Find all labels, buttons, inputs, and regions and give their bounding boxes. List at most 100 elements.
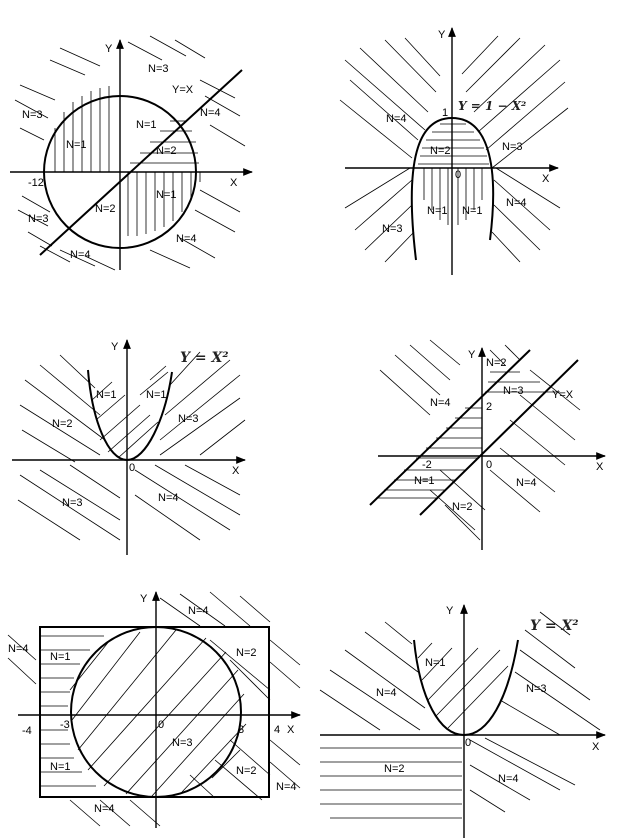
outer-hatching [379, 339, 581, 541]
x-axis-label: X [542, 173, 550, 185]
region-label: N=1 [427, 205, 448, 217]
region-label: N=4 [70, 249, 91, 261]
region-label: N=3 [28, 213, 49, 225]
region-label: N=4 [430, 397, 451, 409]
region-label: N=3 [178, 413, 199, 425]
x-axis-label: X [232, 465, 240, 477]
region-label: N=1 [425, 657, 446, 669]
region-label: N=2 [95, 203, 116, 215]
region-label: N=1 [414, 475, 435, 487]
diagram-3: X Y Y = X² 0 N=1 N=1 N=2 N=3 N=3 N=4 [12, 339, 246, 555]
region-label: N=3 [382, 223, 403, 235]
diagram-6: X Y Y = X² 0 N=1 N=4 N=3 N=2 N=4 [319, 604, 606, 838]
region-label: N=4 [200, 107, 221, 119]
region-label: N=4 [176, 233, 197, 245]
horizontal-hatching [376, 371, 560, 499]
diagram-1: X Y Y=X -12 N=3 N=3 N=3 N=4 N=4 N=4 N=1 … [10, 35, 253, 271]
outer-hatching [319, 611, 601, 813]
curve-label: Y = X² [530, 618, 578, 634]
region-label: N=3 [22, 109, 43, 121]
region-label: N=1 [146, 389, 167, 401]
curve-label: Y = X² [180, 350, 228, 366]
curve-label: Y = 1 − X² [458, 99, 526, 113]
vertical-hatching [54, 86, 201, 236]
y-axis-label: Y [140, 593, 148, 605]
line-y-eq-x [39, 69, 243, 256]
region-label: N=4 [8, 643, 29, 655]
region-label: N=1 [156, 189, 177, 201]
region-label: N=1 [66, 139, 87, 151]
curve-label: Y=X [172, 84, 194, 96]
region-label: N=3 [148, 63, 169, 75]
x-axis-label: X [230, 177, 238, 189]
diagonal-hatching [69, 629, 247, 797]
diagram-4: X Y Y=X 2 -2 0 N=2 N=3 N=4 N=1 N=4 N=2 [369, 339, 606, 550]
region-label: N=2 [156, 145, 177, 157]
tick-label: 0 [486, 459, 492, 471]
tick-label: 1 [442, 107, 448, 119]
tick-label: 0 [455, 169, 461, 181]
region-label: N=4 [188, 605, 209, 617]
tick-label: 0 [158, 719, 164, 731]
outer-hatching [339, 35, 569, 263]
tick-label: -3 [60, 719, 70, 731]
line-y-eq-x [419, 359, 579, 516]
x-axis-label: X [287, 724, 295, 736]
curve-label: Y=X [552, 389, 574, 401]
region-label: N=2 [452, 501, 473, 513]
region-label: N=2 [384, 763, 405, 775]
horizontal-hatching [40, 635, 104, 787]
region-label: N=2 [236, 765, 257, 777]
vertical-hatching [423, 168, 483, 225]
region-label: N=4 [94, 803, 115, 815]
region-label: N=3 [526, 683, 547, 695]
region-label: N=4 [158, 492, 179, 504]
y-axis-label: Y [446, 605, 454, 617]
y-axis-label: Y [438, 29, 446, 41]
region-label: N=4 [506, 197, 527, 209]
tick-label: 0 [465, 737, 471, 749]
y-axis-label: Y [111, 341, 119, 353]
region-label: N=3 [502, 141, 523, 153]
parabola-curve [413, 639, 519, 737]
region-label: N=3 [172, 737, 193, 749]
region-label: N=4 [276, 781, 297, 793]
region-label: N=4 [498, 773, 519, 785]
bounding-rectangle [39, 626, 270, 798]
parabola-curve [87, 369, 173, 462]
region-label: N=2 [52, 418, 73, 430]
region-label: N=4 [386, 113, 407, 125]
region-label: N=1 [136, 119, 157, 131]
tick-label: -4 [22, 725, 32, 737]
diagonal-hatching [417, 642, 509, 729]
tick-label: -12 [28, 177, 44, 189]
tick-label: 4 [274, 724, 280, 736]
y-axis-label: Y [468, 349, 476, 361]
tick-label: 2 [486, 401, 492, 413]
region-label: N=2 [486, 357, 507, 369]
region-label: N=1 [50, 761, 71, 773]
region-label: N=1 [96, 389, 117, 401]
diagonal-hatching [91, 365, 169, 459]
tick-label: 3 [238, 724, 244, 736]
upper-line [369, 349, 531, 506]
y-axis-label: Y [105, 43, 113, 55]
region-label: N=4 [376, 687, 397, 699]
region-label: N=1 [50, 651, 71, 663]
diagram-5: X Y -4 -3 0 3 4 N=4 N=4 N=1 N=2 N=3 N=1 … [7, 591, 301, 828]
horizontal-hatching [320, 747, 462, 819]
outer-hatching [7, 591, 301, 827]
region-label: N=4 [516, 477, 537, 489]
region-label: N=3 [503, 385, 524, 397]
diagram-2: X Y Y = 1 − X² 1 0 N=4 N=2 N=3 N=4 N=3 N… [339, 27, 569, 275]
horizontal-hatching [418, 123, 489, 165]
tick-label: 0 [129, 462, 135, 474]
outer-hatching [14, 35, 246, 271]
x-axis-label: X [596, 461, 604, 473]
tick-label: -2 [422, 459, 432, 471]
region-label: N=2 [430, 145, 451, 157]
region-label: N=1 [462, 205, 483, 217]
region-label: N=3 [62, 497, 83, 509]
x-axis-label: X [592, 741, 600, 753]
